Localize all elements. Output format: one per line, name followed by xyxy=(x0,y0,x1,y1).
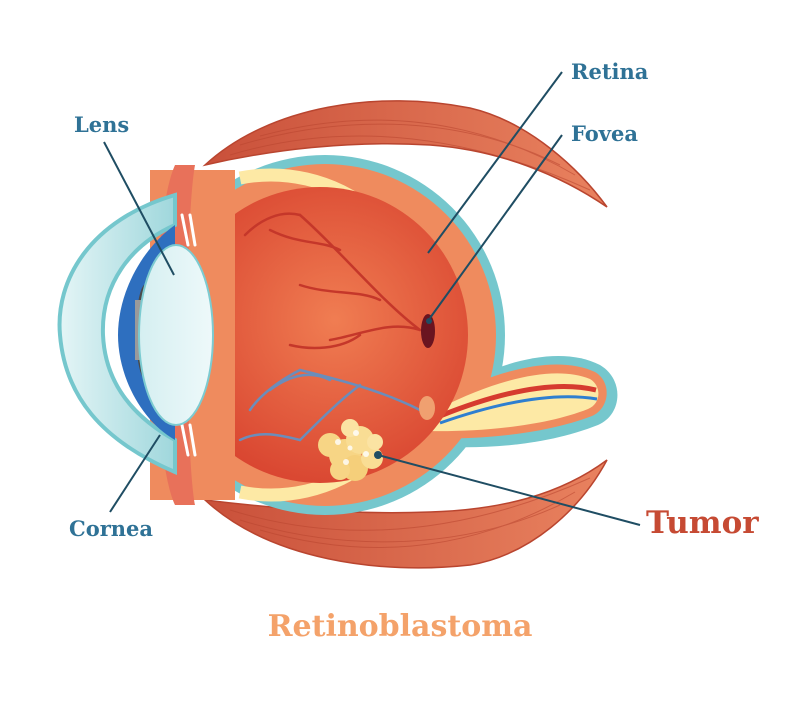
tumor-pointer xyxy=(377,454,641,526)
diagram-title: Retinoblastoma xyxy=(267,609,533,644)
cornea-shape xyxy=(57,192,177,476)
fovea-pointer xyxy=(429,134,563,319)
tumor-shape xyxy=(318,419,383,481)
cornea-label: Cornea xyxy=(69,516,154,541)
upper-muscle xyxy=(202,100,608,208)
lens-pointer xyxy=(103,141,175,276)
fovea-label: Fovea xyxy=(571,121,638,146)
retina-label: Retina xyxy=(571,59,649,84)
cornea-pointer xyxy=(109,434,161,513)
tumor-label: Tumor xyxy=(646,505,759,541)
lens-shape xyxy=(138,244,214,426)
retina-pointer xyxy=(427,71,563,254)
lens-label: Lens xyxy=(74,112,130,137)
